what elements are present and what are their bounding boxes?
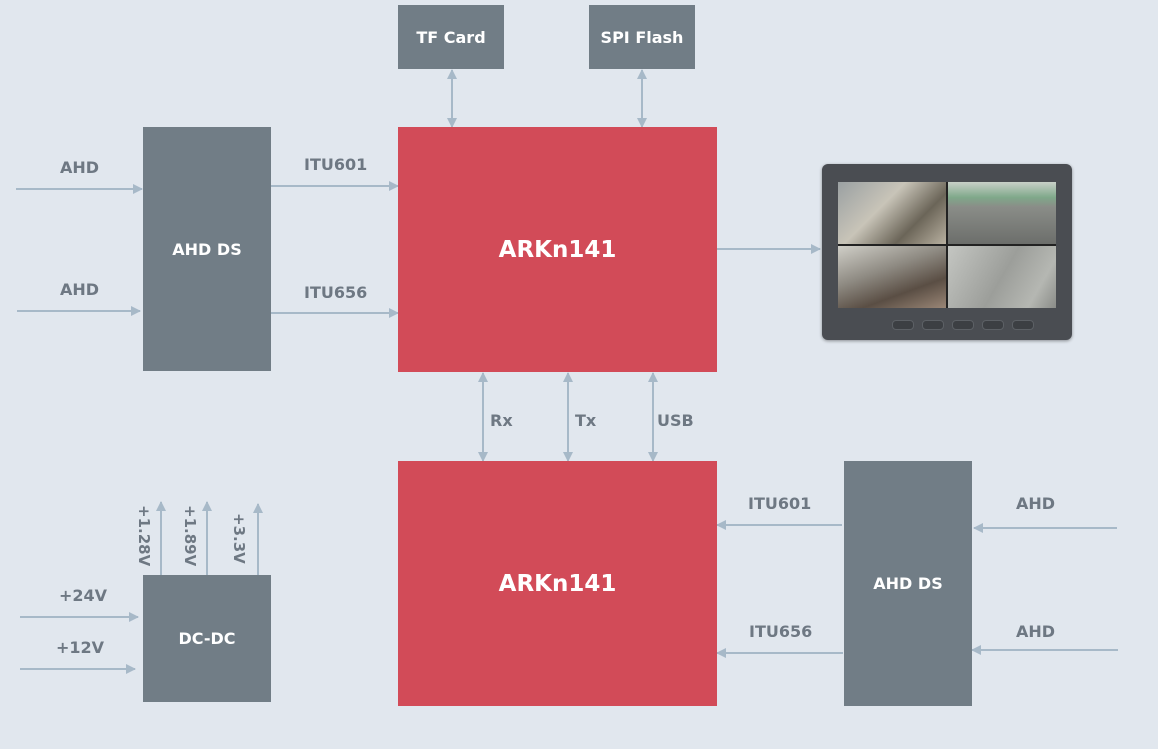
right-ahd-label-2: AHD (1016, 622, 1056, 641)
left-ahd-label-2: AHD (60, 280, 100, 299)
monitor-button-left (892, 320, 914, 330)
monitor-button-mode (982, 320, 1004, 330)
monitor-button-power (1012, 320, 1034, 330)
camera-view-3 (838, 246, 946, 308)
dc-dc-label: DC-DC (178, 629, 236, 648)
monitor-button-menu (952, 320, 974, 330)
left-itu601-label: ITU601 (304, 155, 368, 174)
rx-label: Rx (490, 411, 513, 430)
dc-dc-block: DC-DC (143, 575, 271, 702)
ahd-ds-left-label: AHD DS (172, 239, 242, 259)
soc-bottom-block: ARKn141 (398, 461, 717, 706)
tx-label: Tx (575, 411, 597, 430)
monitor-button-right (922, 320, 944, 330)
power-3-3v-label: +3.3V (230, 513, 248, 564)
left-ahd-label-1: AHD (60, 158, 100, 177)
tf-card-block: TF Card (398, 5, 504, 69)
power-12v-label: +12V (56, 638, 105, 657)
usb-label: USB (657, 411, 694, 430)
power-1-28v-label: +1.28V (135, 505, 153, 567)
camera-view-1 (838, 182, 946, 244)
ahd-ds-right-label: AHD DS (873, 574, 943, 593)
power-1-89v-label: +1.89V (181, 505, 199, 567)
monitor-screen (838, 182, 1056, 308)
right-itu601-label: ITU601 (748, 494, 812, 513)
left-itu656-label: ITU656 (304, 283, 368, 302)
power-24v-label: +24V (59, 586, 108, 605)
monitor-display (822, 164, 1072, 340)
ahd-ds-left-block: AHD DS (143, 127, 271, 371)
right-itu656-label: ITU656 (749, 622, 813, 641)
spi-flash-label: SPI Flash (600, 27, 684, 47)
camera-view-2 (948, 182, 1056, 244)
spi-flash-block: SPI Flash (589, 5, 695, 69)
tf-card-label: TF Card (416, 27, 486, 47)
right-ahd-label-1: AHD (1016, 494, 1056, 513)
soc-bottom-label: ARKn141 (498, 570, 617, 597)
ahd-ds-right-block: AHD DS (844, 461, 972, 706)
soc-top-block: ARKn141 (398, 127, 717, 372)
camera-view-4 (948, 246, 1056, 308)
soc-top-label: ARKn141 (498, 236, 617, 263)
monitor-buttons (892, 320, 1034, 330)
